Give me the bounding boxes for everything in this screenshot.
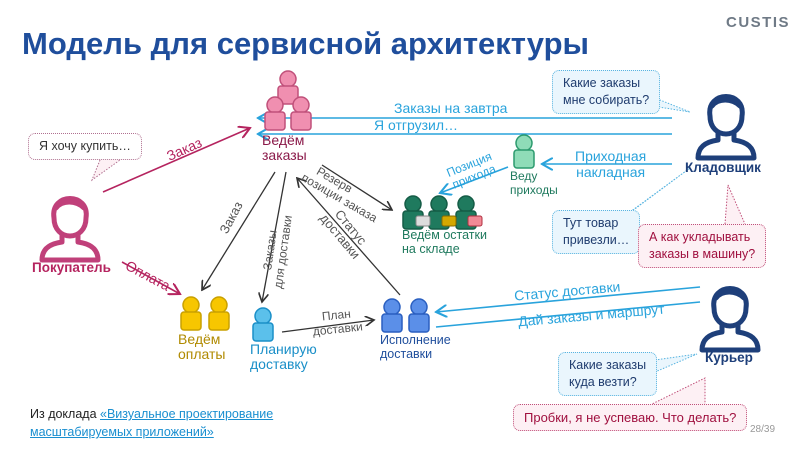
- arrow-reserve: [321, 164, 392, 210]
- talk-link[interactable]: «Визуальное проектирование: [100, 407, 274, 421]
- page-title: Модель для сервисной архитектуры: [22, 26, 590, 61]
- delivery-service-icon: [381, 298, 430, 333]
- label-line: приходы: [510, 183, 558, 197]
- label-line: Ведём: [178, 331, 221, 347]
- stock-service-icon: [402, 195, 477, 230]
- label-line: доставки: [380, 347, 433, 361]
- bubble-tail: [654, 353, 698, 373]
- buyer-icon: [42, 199, 98, 261]
- bubble-line: А как укладывать: [649, 230, 751, 244]
- arrow-buyer-payment: [121, 261, 180, 294]
- label-line: Ведём: [262, 132, 305, 148]
- label-line: Веду: [510, 169, 538, 183]
- label-line: Ведём остатки: [402, 228, 487, 242]
- arrow-label: Я отгрузил…: [374, 117, 459, 133]
- courier-label: Курьер: [705, 350, 753, 365]
- label-line: доставку: [250, 356, 308, 372]
- traffic-bubble: Пробки, я не успеваю. Что делать?: [513, 404, 748, 431]
- arrow-label: Заказы на завтра: [394, 100, 508, 116]
- label-line: оплаты: [178, 346, 226, 362]
- label-line: заказы: [262, 147, 307, 163]
- label-line: на складе: [402, 242, 460, 256]
- arrow-delivery-plan: [281, 320, 374, 333]
- arrow-courier-status: [436, 286, 701, 312]
- arrow-courier-route: [435, 301, 701, 328]
- storekeeper-label: Кладовщик: [685, 160, 761, 175]
- arrow-receipt-position: [440, 166, 509, 193]
- storekeeper-question-bubble: Какие заказы мне собирать?: [552, 70, 661, 114]
- arrow-order-payment: [202, 171, 276, 290]
- page-number: 28/39: [750, 424, 776, 435]
- stock-item-icon: [441, 215, 457, 227]
- courier-icon: [702, 289, 758, 351]
- bubble-tail: [649, 377, 706, 406]
- talk-link[interactable]: масштабируемых приложений»: [30, 425, 214, 439]
- storekeeper-icon: [698, 97, 754, 159]
- bubble-tail: [724, 184, 746, 225]
- goods-arrived-bubble: Тут товар привезли…: [552, 210, 641, 254]
- receipts-service-icon: [513, 134, 535, 169]
- source-note: Из доклада «Визуальное проектирование ма…: [30, 405, 273, 441]
- arrow-orders-for-delivery: [262, 171, 287, 302]
- bubble-line: Какие заказы: [563, 76, 641, 90]
- bubble-line: заказы в машину?: [649, 247, 756, 261]
- buyer-label: Покупатель: [32, 260, 111, 275]
- label-line: Исполнение: [380, 333, 451, 347]
- source-prefix: Из доклада: [30, 407, 101, 421]
- bubble-tail: [619, 167, 691, 221]
- payments-service-icon: [180, 296, 230, 331]
- bubble-line: куда везти?: [569, 375, 637, 389]
- bubble-line: Тут товар: [563, 216, 619, 230]
- arrow-buyer-order: [102, 128, 250, 193]
- stock-item-icon: [415, 215, 431, 227]
- orders-service-icon: [264, 70, 312, 131]
- custis-logo: CUSTIS: [726, 14, 791, 31]
- buyer-speech-bubble: Я хочу купить…: [28, 133, 142, 160]
- stock-item-icon: [467, 215, 483, 227]
- bubble-line: мне собирать?: [563, 93, 650, 107]
- label-line: Планирую: [250, 341, 317, 357]
- bubble-line: Какие заказы: [569, 358, 647, 372]
- courier-question-bubble: Какие заказы куда везти?: [558, 352, 658, 396]
- bubble-line: привезли…: [563, 233, 630, 247]
- arrow-delivery-status: [297, 178, 401, 296]
- bubble-tail: [90, 159, 121, 182]
- planning-service-icon: [252, 307, 274, 342]
- packing-question-bubble: А как укладывать заказы в машину?: [638, 224, 767, 268]
- label-line: Приходная: [575, 148, 647, 164]
- label-line: накладная: [576, 164, 646, 180]
